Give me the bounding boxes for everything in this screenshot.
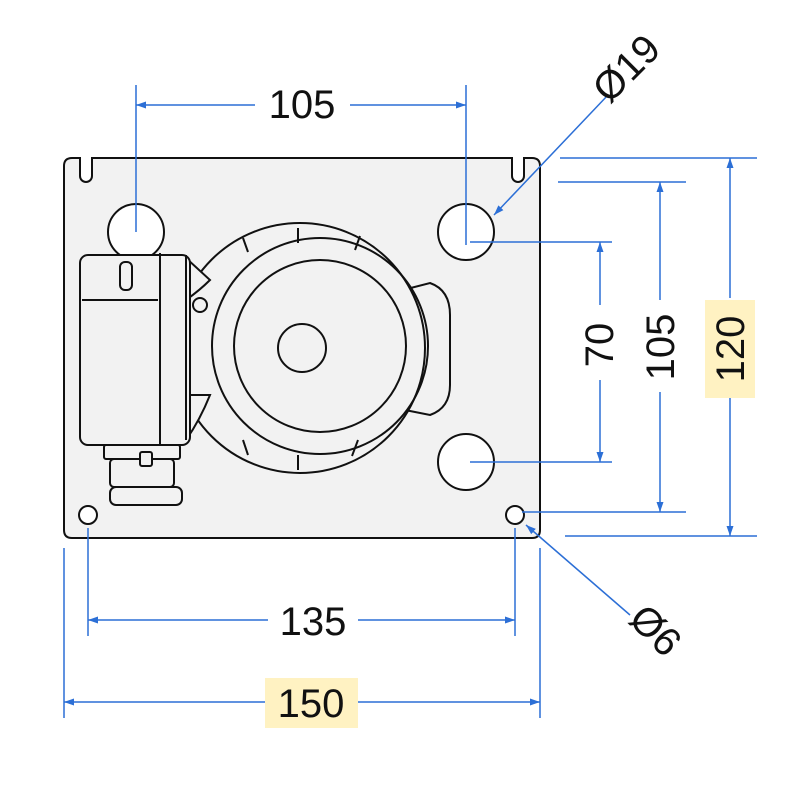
side-connection-box — [79, 253, 191, 446]
small-hole-right — [505, 505, 525, 525]
dim-hole-small-dia: Ø6 — [621, 596, 690, 665]
dim-top-width: 105 — [269, 83, 336, 127]
small-hole-left — [78, 505, 98, 525]
highlight-plate-height — [705, 300, 755, 398]
cable-gland — [103, 444, 183, 506]
socket-housing — [174, 222, 451, 474]
dim-hole-spacing-vertical: 70 — [578, 323, 622, 368]
dim-mount-hole-spacing: 135 — [280, 600, 347, 644]
highlight-plate-width — [265, 678, 358, 728]
dimension-lines — [63, 85, 757, 718]
dim-hole-span-vertical: 105 — [639, 314, 683, 381]
dim-hole-large-dia: Ø19 — [585, 27, 670, 112]
dim-plate-height: 120 — [709, 316, 753, 383]
dim-plate-width: 150 — [278, 682, 345, 726]
